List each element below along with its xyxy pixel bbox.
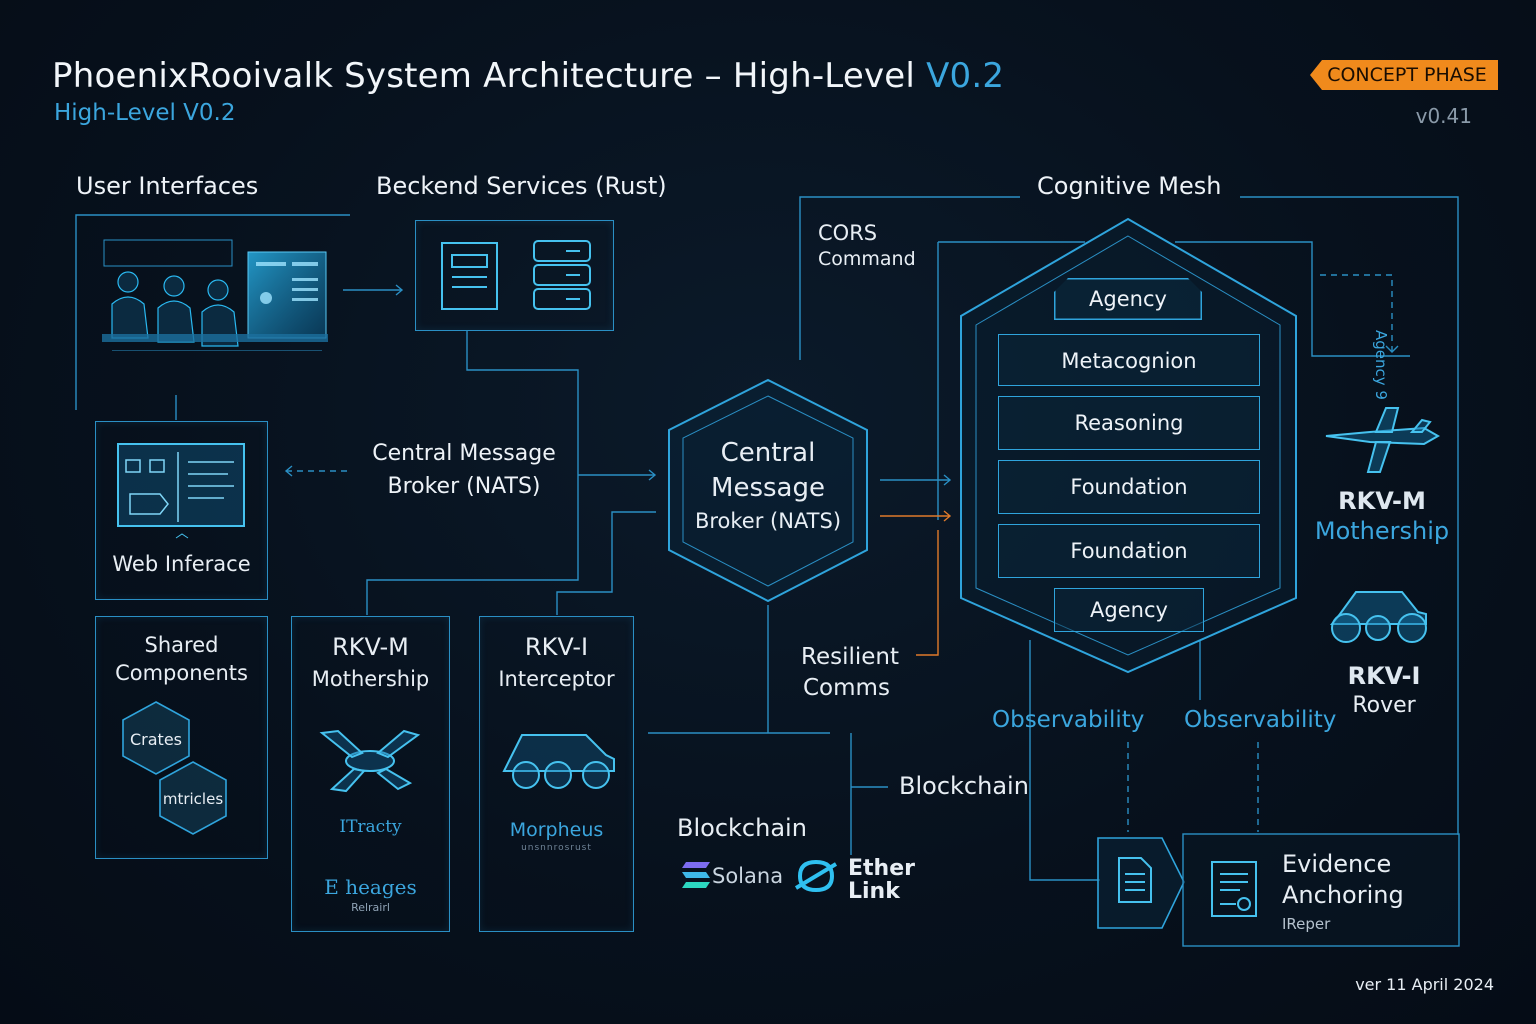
broker-hex-line2: Message: [711, 473, 825, 503]
broker-hex-line1: Central: [720, 438, 816, 468]
rkv-m-card[interactable]: RKV-M Mothership ITracty E heages Relrai…: [291, 616, 450, 932]
blockchain-label-left: Blockchain: [677, 814, 807, 842]
shared-components-box: Shared Components: [95, 616, 268, 859]
right-rkv-i-title: RKV-I: [1347, 662, 1421, 690]
evidence-sub: IReper: [1282, 915, 1331, 933]
mesh-layer-foundation-2[interactable]: Foundation: [998, 524, 1260, 578]
cognitive-mesh-heading: Cognitive Mesh: [1037, 172, 1222, 200]
rkv-m-card-subtitle: Mothership: [311, 667, 430, 691]
observability-right: Observability: [1184, 707, 1337, 733]
backend-services-heading: Beckend Services (Rust): [376, 172, 667, 200]
rover-icon: [502, 734, 615, 789]
blockchain-label-right: Blockchain: [899, 772, 1029, 800]
mesh-layer-agency-bottom[interactable]: Agency: [1054, 588, 1204, 632]
cors-label-line1: CORS: [818, 221, 878, 245]
rkv-m-card-title: RKV-M: [332, 633, 409, 661]
solana-label: Solana: [712, 864, 784, 888]
observability-left: Observability: [992, 707, 1145, 733]
version-label: v0.41: [1415, 104, 1472, 128]
document-icon: [1118, 857, 1152, 903]
web-interface-label: Web Inferace: [112, 552, 251, 576]
broker-label-line1: Central Message: [372, 441, 556, 466]
mesh-layer-metacognition[interactable]: Metacognion: [998, 334, 1260, 386]
date-label: ver 11 April 2024: [1355, 975, 1494, 994]
right-rkv-i-subtitle: Rover: [1352, 693, 1416, 718]
certificate-icon: [1211, 861, 1257, 917]
vertical-agency-label: Agency 9: [1372, 330, 1390, 400]
etherlink-line1: Ether: [848, 856, 915, 881]
user-interfaces-heading: User Interfaces: [76, 172, 259, 200]
rkv-i-card-subtitle: Interceptor: [498, 667, 615, 691]
web-interface-box[interactable]: Web Inferace: [95, 421, 268, 600]
mesh-layer-foundation-1[interactable]: Foundation: [998, 460, 1260, 514]
rkv-m-logo2: E heages: [324, 875, 417, 899]
rkv-m-logo1: ITracty: [339, 817, 402, 837]
morpheus-logo-sub: unsnnrosrust: [521, 843, 592, 853]
evidence-line2: Anchoring: [1282, 881, 1404, 909]
rkv-m-logo2-sub: Relrairl: [351, 901, 390, 914]
broker-hex-line3: Broker (NATS): [694, 509, 842, 533]
status-badge: CONCEPT PHASE: [1310, 60, 1498, 90]
operators-console-illustration: [102, 238, 328, 388]
page-title: PhoenixRooivalk System Architecture – Hi…: [52, 56, 1005, 96]
morpheus-logo: Morpheus: [509, 819, 604, 841]
crates-hex[interactable]: Crates: [129, 730, 182, 749]
backend-services-box: [415, 220, 614, 331]
solana-icon: [682, 862, 710, 888]
resilient-comms-line2: Comms: [803, 675, 890, 701]
mesh-layer-agency-top[interactable]: Agency: [1054, 278, 1202, 320]
rover-vehicle-icon: [1329, 591, 1427, 643]
etherlink-icon: [794, 859, 838, 893]
drone-icon: [319, 729, 421, 793]
etherlink-line2: Link: [848, 879, 900, 904]
resilient-comms-line1: Resilient: [801, 644, 899, 670]
mothership-drone-icon: [1325, 407, 1441, 473]
metrics-hex[interactable]: mtricles: [162, 790, 224, 808]
right-rkv-m-subtitle: Mothership: [1314, 517, 1450, 545]
cors-label-line2: Command: [818, 248, 916, 270]
rkv-i-card-title: RKV-I: [524, 633, 589, 661]
mesh-layer-reasoning[interactable]: Reasoning: [998, 396, 1260, 450]
shared-components-line2: Components: [115, 661, 248, 685]
page-subtitle: High-Level V0.2: [54, 100, 236, 126]
right-rkv-m-title: RKV-M: [1338, 487, 1426, 515]
rkv-i-card[interactable]: RKV-I Interceptor Morpheus unsnnrosrust: [479, 616, 634, 932]
broker-label-line2: Broker (NATS): [387, 474, 541, 499]
evidence-line1: Evidence: [1282, 850, 1392, 878]
shared-components-line1: Shared: [144, 633, 219, 657]
